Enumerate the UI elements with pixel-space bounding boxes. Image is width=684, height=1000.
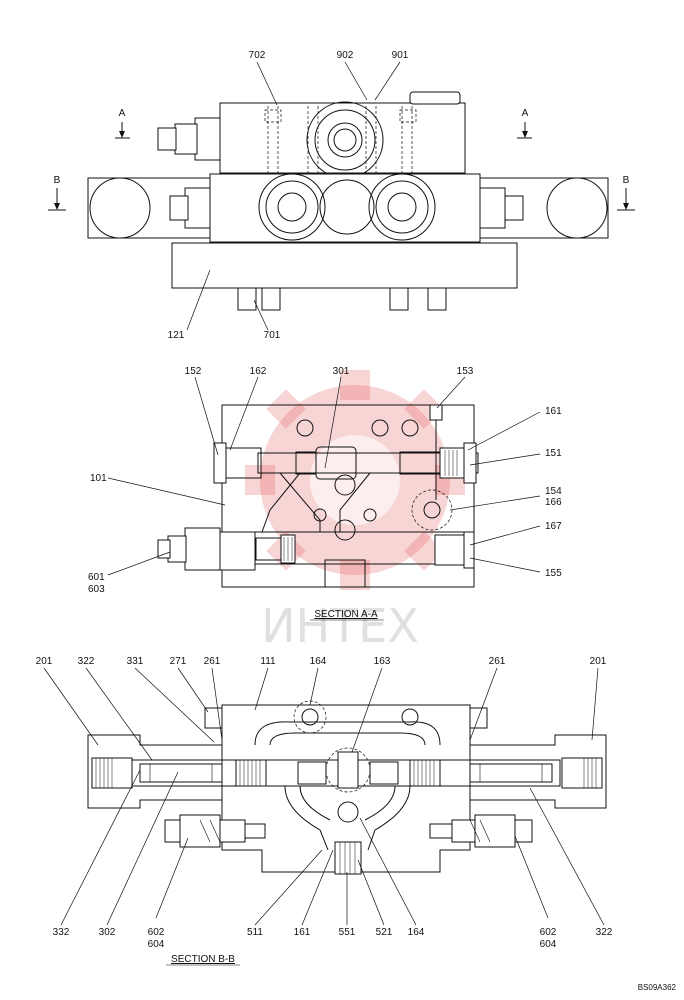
label-161-bottom: 161: [294, 927, 311, 938]
label-163: 163: [374, 656, 391, 667]
label-322-bottom: 322: [596, 927, 613, 938]
label-331: 331: [127, 656, 144, 667]
label-261-right: 261: [489, 656, 506, 667]
label-902: 902: [337, 50, 354, 61]
label-152: 152: [185, 366, 202, 377]
label-154: 154: [545, 486, 562, 497]
label-332: 332: [53, 927, 70, 938]
label-301: 301: [333, 366, 350, 377]
label-153: 153: [457, 366, 474, 377]
label-101: 101: [90, 473, 107, 484]
label-901: 901: [392, 50, 409, 61]
section-arrow-a-left: A: [119, 108, 126, 119]
label-164-top: 164: [310, 656, 327, 667]
section-arrow-a-right: A: [522, 108, 529, 119]
label-511: 511: [247, 927, 263, 938]
label-201-left: 201: [36, 656, 53, 667]
label-701: 701: [264, 330, 281, 341]
watermark-text: ИНТЕХ: [261, 599, 419, 653]
section-arrow-b-right: B: [623, 175, 630, 186]
label-261-left: 261: [204, 656, 221, 667]
label-167: 167: [545, 521, 562, 532]
label-322-top: 322: [78, 656, 95, 667]
label-551: 551: [339, 927, 356, 938]
section-b-view: [43, 667, 607, 926]
label-601: 601: [88, 572, 105, 583]
label-521: 521: [376, 927, 393, 938]
label-151: 151: [545, 448, 562, 459]
label-162: 162: [250, 366, 267, 377]
label-604-right: 604: [540, 939, 557, 950]
label-166: 166: [545, 497, 562, 508]
section-arrow-b-left: B: [54, 175, 61, 186]
label-161: 161: [545, 406, 562, 417]
top-view: [48, 61, 635, 331]
label-604-left: 604: [148, 939, 165, 950]
label-702: 702: [249, 50, 266, 61]
section-a-title: SECTION A-A: [314, 609, 378, 620]
watermark-logo: [245, 370, 465, 590]
label-121: 121: [168, 330, 185, 341]
label-602-right: 602: [540, 927, 557, 938]
label-155: 155: [545, 568, 562, 579]
label-201-right: 201: [590, 656, 607, 667]
label-603: 603: [88, 584, 105, 595]
label-111: 111: [260, 656, 276, 667]
section-b-title: SECTION B-B: [171, 954, 235, 965]
label-271: 271: [170, 656, 187, 667]
label-602-left: 602: [148, 927, 165, 938]
label-302: 302: [99, 927, 116, 938]
drawing-code: BS09A362: [638, 983, 677, 992]
label-164-bottom: 164: [408, 927, 425, 938]
section-a-view: [107, 376, 541, 588]
